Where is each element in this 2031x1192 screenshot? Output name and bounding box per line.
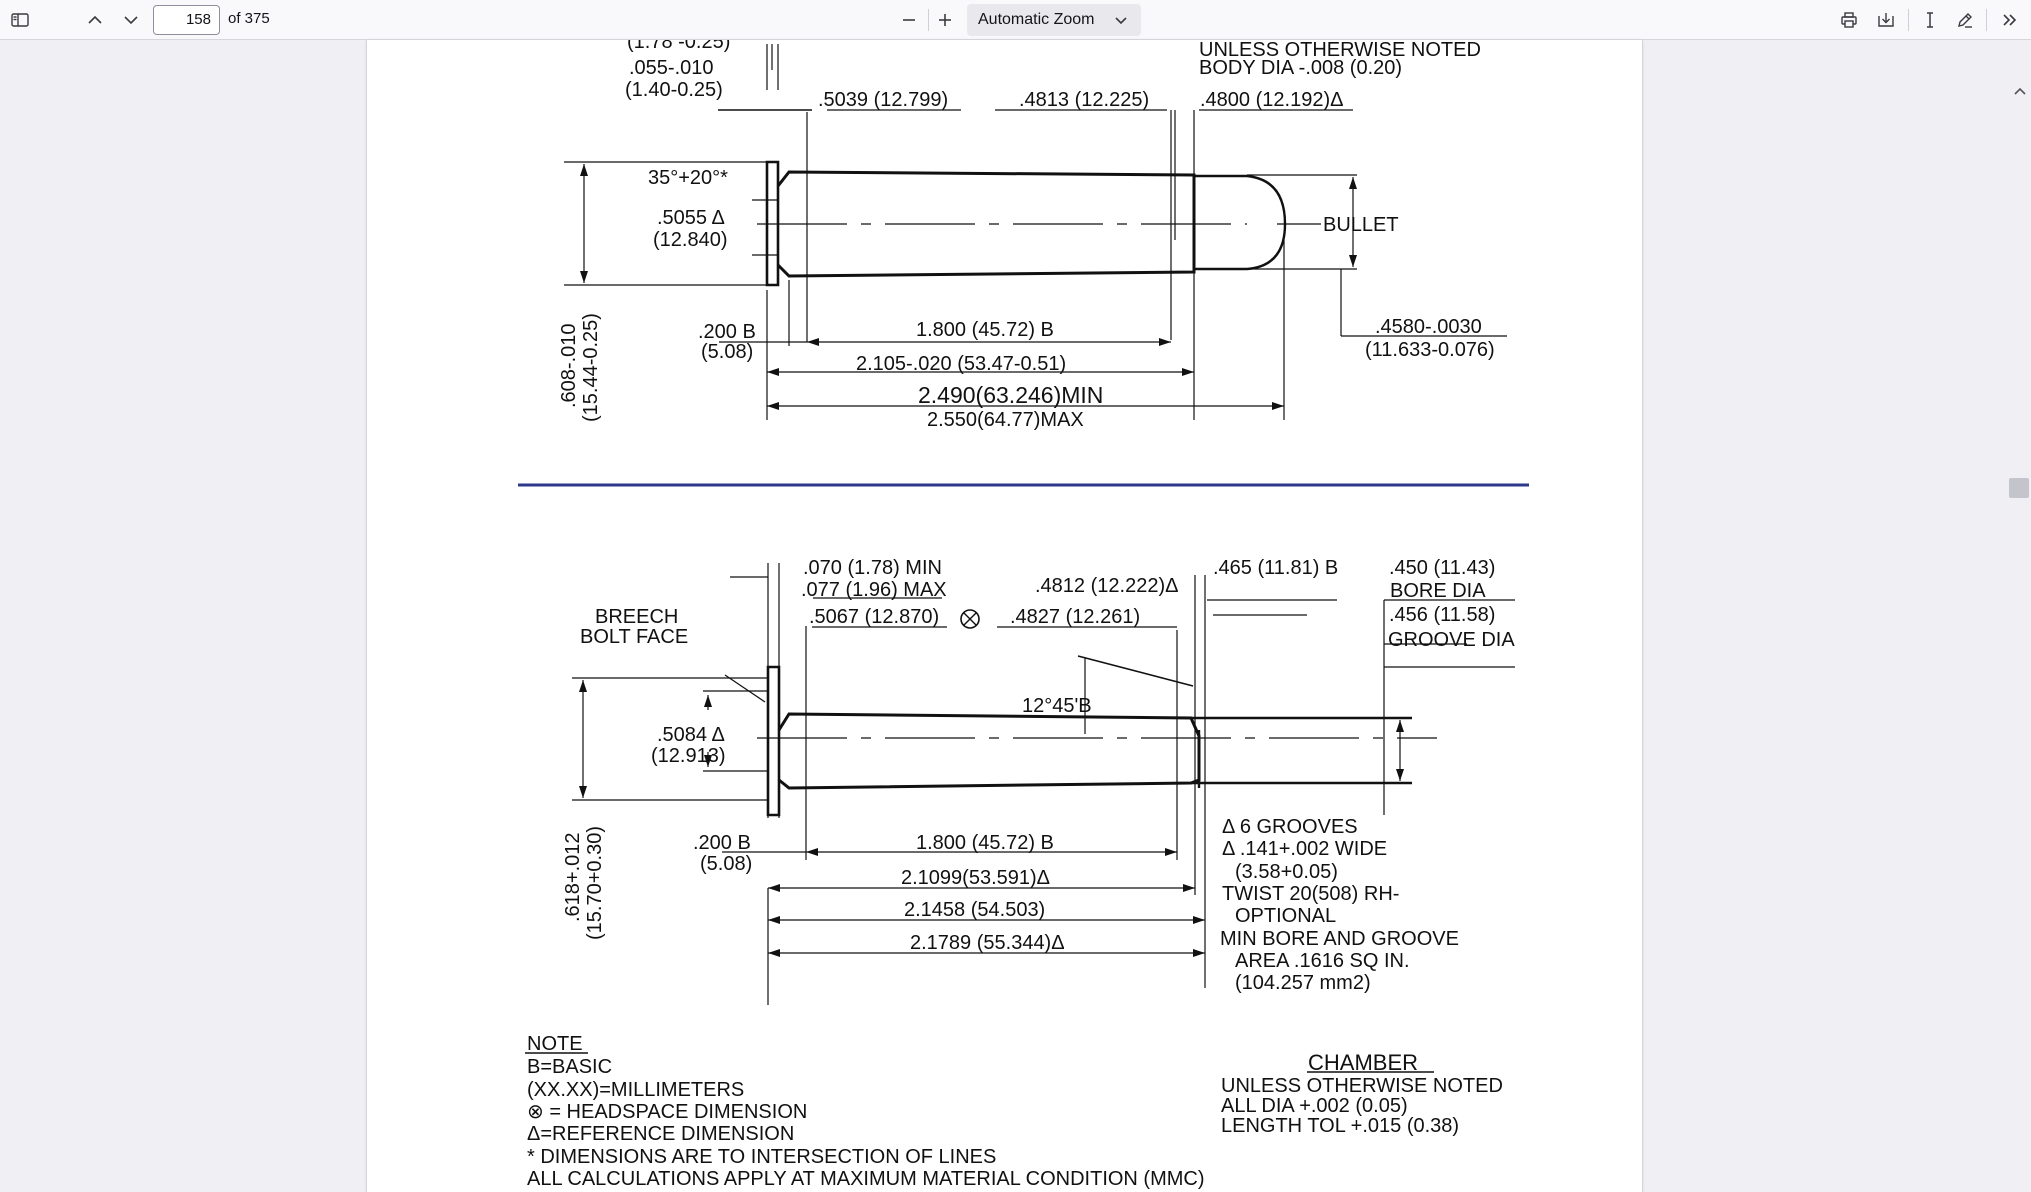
dim-2490: 2.490(63.246)MIN bbox=[918, 382, 1103, 408]
spec-line-6: MIN BORE AND GROOVE bbox=[1220, 928, 1459, 950]
dim-1800-chamber: 1.800 (45.72) B bbox=[916, 832, 1054, 854]
zoom-select[interactable]: Automatic Zoom bbox=[967, 4, 1141, 36]
pdf-page: UNLESS OTHERWISE NOTED BODY DIA -.008 (0… bbox=[367, 40, 1642, 1192]
document-viewer[interactable]: UNLESS OTHERWISE NOTED BODY DIA -.008 (0… bbox=[0, 40, 2031, 1192]
dim-2550: 2.550(64.77)MAX bbox=[927, 409, 1084, 431]
dim-rim-b: (1.40-0.25) bbox=[625, 79, 723, 101]
dim-21099: 2.1099(53.591)Δ bbox=[901, 867, 1050, 889]
note-line-6: ALL CALCULATIONS APPLY AT MAXIMUM MATERI… bbox=[527, 1168, 1205, 1190]
dim-618-a: .618+.012 bbox=[562, 832, 584, 922]
note-line-5: * DIMENSIONS ARE TO INTERSECTION OF LINE… bbox=[527, 1146, 996, 1168]
dim-465: .465 (11.81) B bbox=[1213, 557, 1338, 579]
dim-rim-dia-b: (15.44-0.25) bbox=[580, 313, 602, 422]
dim-200-b-chamber: (5.08) bbox=[700, 853, 752, 875]
dim-1800: 1.800 (45.72) B bbox=[916, 319, 1054, 341]
dim-200-a-chamber: .200 B bbox=[693, 832, 751, 854]
cartridge-outline bbox=[564, 44, 1507, 420]
breech-label-2: BOLT FACE bbox=[580, 626, 688, 648]
scrollbar-thumb[interactable] bbox=[2009, 478, 2029, 498]
dim-5084-b: (12.913) bbox=[651, 745, 726, 767]
cartridge-note-2: BODY DIA -.008 (0.20) bbox=[1199, 57, 1402, 79]
chamber-title: CHAMBER bbox=[1308, 1050, 1418, 1075]
bore-dia-label: BORE DIA bbox=[1390, 580, 1486, 602]
dim-head-b: (12.840) bbox=[653, 229, 728, 251]
download-icon[interactable] bbox=[1871, 5, 1901, 35]
toolbar-separator bbox=[1908, 9, 1909, 31]
bullet-label: BULLET bbox=[1323, 214, 1399, 236]
page-count-label: of 375 bbox=[228, 10, 270, 27]
chevron-down-icon[interactable] bbox=[116, 5, 146, 35]
dim-200-b: (5.08) bbox=[701, 341, 753, 363]
dim-4812: .4812 (12.222)Δ bbox=[1035, 575, 1178, 597]
dim-head-a: .5055 Δ bbox=[657, 207, 725, 229]
dim-5084-a: .5084 Δ bbox=[657, 724, 725, 746]
chevron-down-icon bbox=[1115, 17, 1127, 25]
tolerance-line-2: ALL DIA +.002 (0.05) bbox=[1221, 1095, 1408, 1117]
cartridge-note-1: UNLESS OTHERWISE NOTED bbox=[1199, 40, 1481, 61]
shoulder-angle: 35°+20°* bbox=[648, 167, 728, 189]
pdf-toolbar: 158 of 375 Automatic Zoom bbox=[0, 0, 2031, 40]
spec-line-2: Δ .141+.002 WIDE bbox=[1222, 838, 1387, 860]
dim-bullet-b: (11.633-0.076) bbox=[1365, 339, 1495, 361]
throat-angle: 12°45'B bbox=[1022, 695, 1092, 717]
double-chevron-icon[interactable] bbox=[1995, 5, 2025, 35]
note-line-3: ⊗ = HEADSPACE DIMENSION bbox=[527, 1101, 807, 1123]
note-line-4: Δ=REFERENCE DIMENSION bbox=[527, 1123, 794, 1145]
dim-450: .450 (11.43) bbox=[1389, 557, 1495, 579]
dim-618-b: (15.70+0.30) bbox=[584, 826, 606, 940]
dim-body-a: .5039 (12.799) bbox=[818, 89, 948, 111]
spec-line-4: TWIST 20(508) RH- bbox=[1222, 883, 1399, 905]
spec-line-7: AREA .1616 SQ IN. bbox=[1235, 950, 1410, 972]
groove-dia-label: GROOVE DIA bbox=[1388, 629, 1515, 651]
dim-rim-a: .055-.010 bbox=[629, 57, 714, 79]
dim-4827: .4827 (12.261) bbox=[1010, 606, 1140, 628]
dim-5067: .5067 (12.870) bbox=[809, 606, 939, 628]
note-line-2: (XX.XX)=MILLIMETERS bbox=[527, 1079, 744, 1101]
dim-body-b: .4813 (12.225) bbox=[1019, 89, 1149, 111]
chevron-up-icon[interactable] bbox=[2013, 84, 2027, 98]
dim-456: .456 (11.58) bbox=[1389, 604, 1495, 626]
minus-icon[interactable] bbox=[894, 5, 924, 35]
chamber-outline bbox=[572, 563, 1515, 1005]
tolerance-line-1: UNLESS OTHERWISE NOTED bbox=[1221, 1075, 1503, 1097]
note-heading: NOTE bbox=[527, 1033, 583, 1055]
dim-neck: .4800 (12.192)Δ bbox=[1200, 89, 1343, 111]
note-line-1: B=BASIC bbox=[527, 1056, 612, 1078]
toolbar-separator bbox=[1986, 9, 1987, 31]
vertical-scrollbar[interactable] bbox=[2013, 40, 2031, 1192]
dim-200-a: .200 B bbox=[698, 321, 756, 343]
dim-rim-dia-a: .608-.010 bbox=[558, 323, 580, 408]
zoom-select-label: Automatic Zoom bbox=[978, 11, 1095, 28]
spec-line-5: OPTIONAL bbox=[1235, 905, 1336, 927]
dim-2105: 2.105-.020 (53.47-0.51) bbox=[856, 353, 1066, 375]
tolerance-line-3: LENGTH TOL +.015 (0.38) bbox=[1221, 1115, 1459, 1137]
chevron-up-icon[interactable] bbox=[80, 5, 110, 35]
dim-bullet-a: .4580-.0030 bbox=[1375, 316, 1482, 338]
printer-icon[interactable] bbox=[1834, 5, 1864, 35]
sidebar-toggle-icon[interactable] bbox=[5, 5, 35, 35]
dim-070: .070 (1.78) MIN bbox=[803, 557, 942, 579]
pencil-icon[interactable] bbox=[1950, 5, 1980, 35]
breech-label-1: BREECH bbox=[595, 606, 678, 628]
text-cursor-icon[interactable] bbox=[1915, 5, 1945, 35]
plus-icon[interactable] bbox=[930, 5, 960, 35]
toolbar-separator bbox=[928, 9, 929, 31]
spec-line-1: Δ 6 GROOVES bbox=[1222, 816, 1358, 838]
dim-077: .077 (1.96) MAX bbox=[801, 579, 947, 601]
spec-line-8: (104.257 mm2) bbox=[1235, 972, 1371, 994]
dim-21789: 2.1789 (55.344)Δ bbox=[910, 932, 1065, 954]
cartridge-drawing: UNLESS OTHERWISE NOTED BODY DIA -.008 (0… bbox=[518, 40, 1529, 1190]
page-number-input[interactable]: 158 bbox=[153, 5, 220, 35]
dim-21458: 2.1458 (54.503) bbox=[904, 899, 1045, 921]
dim-top-cut: (1.78 -0.25) bbox=[627, 40, 730, 53]
spec-line-3: (3.58+0.05) bbox=[1235, 861, 1338, 883]
